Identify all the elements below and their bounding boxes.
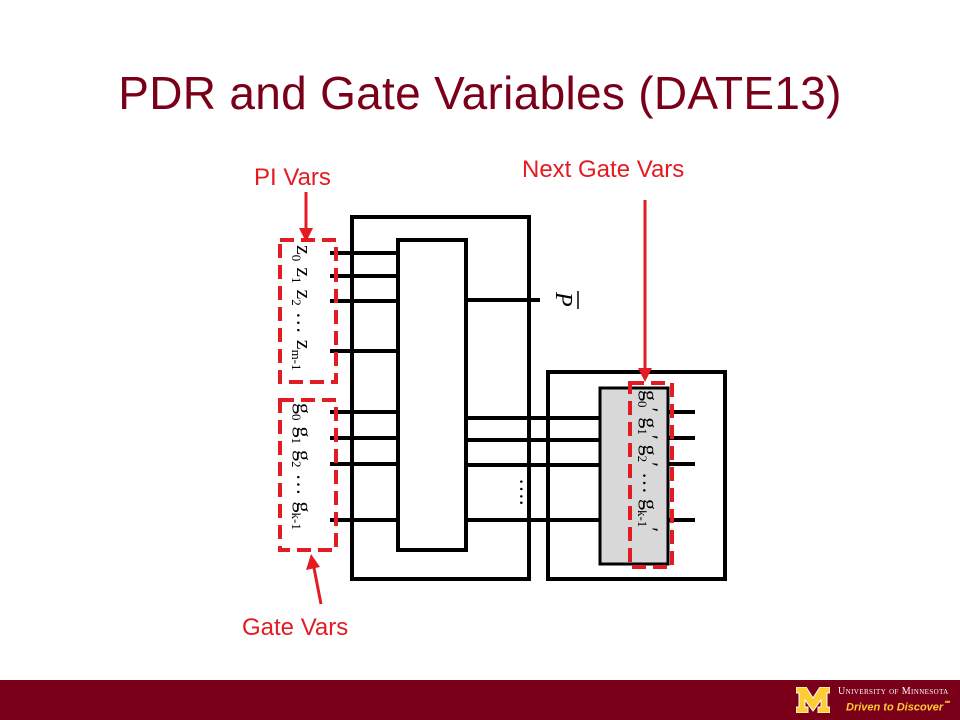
next-gate-var-sub-last: k-1 <box>635 510 650 527</box>
circuit-diagram: z0z1z2…zm-1 g0g1g2…gk-1 g0′g1′g2′…gk-1′ … <box>278 192 727 605</box>
gate-vars-label: g0g1g2…gk-1 <box>289 403 317 530</box>
next-gate-var-sub-2: 2 <box>635 456 650 463</box>
next-gate-vars-label: g0′g1′g2′…gk-1′ <box>635 390 663 532</box>
pi-var-sub-last: m-1 <box>289 350 304 371</box>
prime-1: ′ <box>638 435 663 440</box>
gate-vars-highlight <box>278 398 338 552</box>
logic-block <box>396 238 468 552</box>
gate-var-sub-1: 1 <box>289 438 304 445</box>
university-name: University of Minnesota <box>838 686 949 697</box>
gate-input-wires <box>330 410 398 522</box>
next-state-wires <box>466 416 600 522</box>
next-gate-vars-callout: Next Gate Vars <box>522 156 685 183</box>
prime-2: ′ <box>638 462 663 467</box>
pi-input-wires <box>330 251 398 353</box>
pi-var-1: z <box>292 267 317 277</box>
next-gate-var-last: g <box>638 499 663 510</box>
next-gate-var-sub-0: 0 <box>635 401 650 408</box>
gate-var-1: g <box>292 427 317 438</box>
pi-var-2: z <box>292 290 317 300</box>
gate-vars-arrow <box>306 554 323 605</box>
next-gate-vars-arrow <box>638 200 652 382</box>
next-gate-var-ellipsis: … <box>638 472 663 494</box>
university-tagline: Driven to Discover℠ <box>846 700 950 714</box>
circuit-outer-frame <box>350 215 531 581</box>
gate-var-sub-last: k-1 <box>289 513 304 530</box>
next-gate-var-sub-1: 1 <box>635 428 650 435</box>
gate-var-last: g <box>292 502 317 513</box>
gate-var-ellipsis: … <box>292 474 317 496</box>
tagline-trademark: ℠ <box>943 701 951 708</box>
gate-var-sub-2: 2 <box>289 461 304 468</box>
gate-var-2: g <box>292 450 317 461</box>
next-gate-var-1: g <box>638 417 663 428</box>
prime-last: ′ <box>638 527 663 532</box>
gate-vars-callout: Gate Vars <box>242 614 349 641</box>
gate-var-sub-0: 0 <box>289 414 304 421</box>
pi-vars-arrow <box>299 192 313 242</box>
prime-0: ′ <box>638 408 663 413</box>
slide-title: PDR and Gate Variables (DATE13) <box>118 67 842 119</box>
pi-vars-label: z0z1z2…zm-1 <box>289 245 317 371</box>
gate-var-0: g <box>292 403 317 414</box>
pi-var-sub-1: 1 <box>289 277 304 284</box>
next-gate-vars-highlight <box>628 381 674 569</box>
tagline-text: Driven to Discover <box>846 701 944 714</box>
pi-var-ellipsis: … <box>292 312 317 334</box>
pi-var-0: z <box>292 245 317 255</box>
pi-vars-highlight <box>278 238 338 384</box>
next-gate-var-0: g <box>638 390 663 401</box>
pi-var-last: z <box>292 340 317 350</box>
next-state-frame <box>546 370 727 581</box>
pi-vars-callout: PI Vars <box>254 164 331 191</box>
output-label: P <box>550 291 576 307</box>
next-gate-var-2: g <box>638 445 663 456</box>
pi-var-sub-0: 0 <box>289 255 304 262</box>
next-gate-vars-block <box>598 386 670 566</box>
wire-ellipsis: …. <box>515 478 540 506</box>
pi-var-sub-2: 2 <box>289 299 304 306</box>
footer-bar: University of Minnesota Driven to Discov… <box>0 680 960 720</box>
university-m-logo-icon <box>796 687 830 713</box>
